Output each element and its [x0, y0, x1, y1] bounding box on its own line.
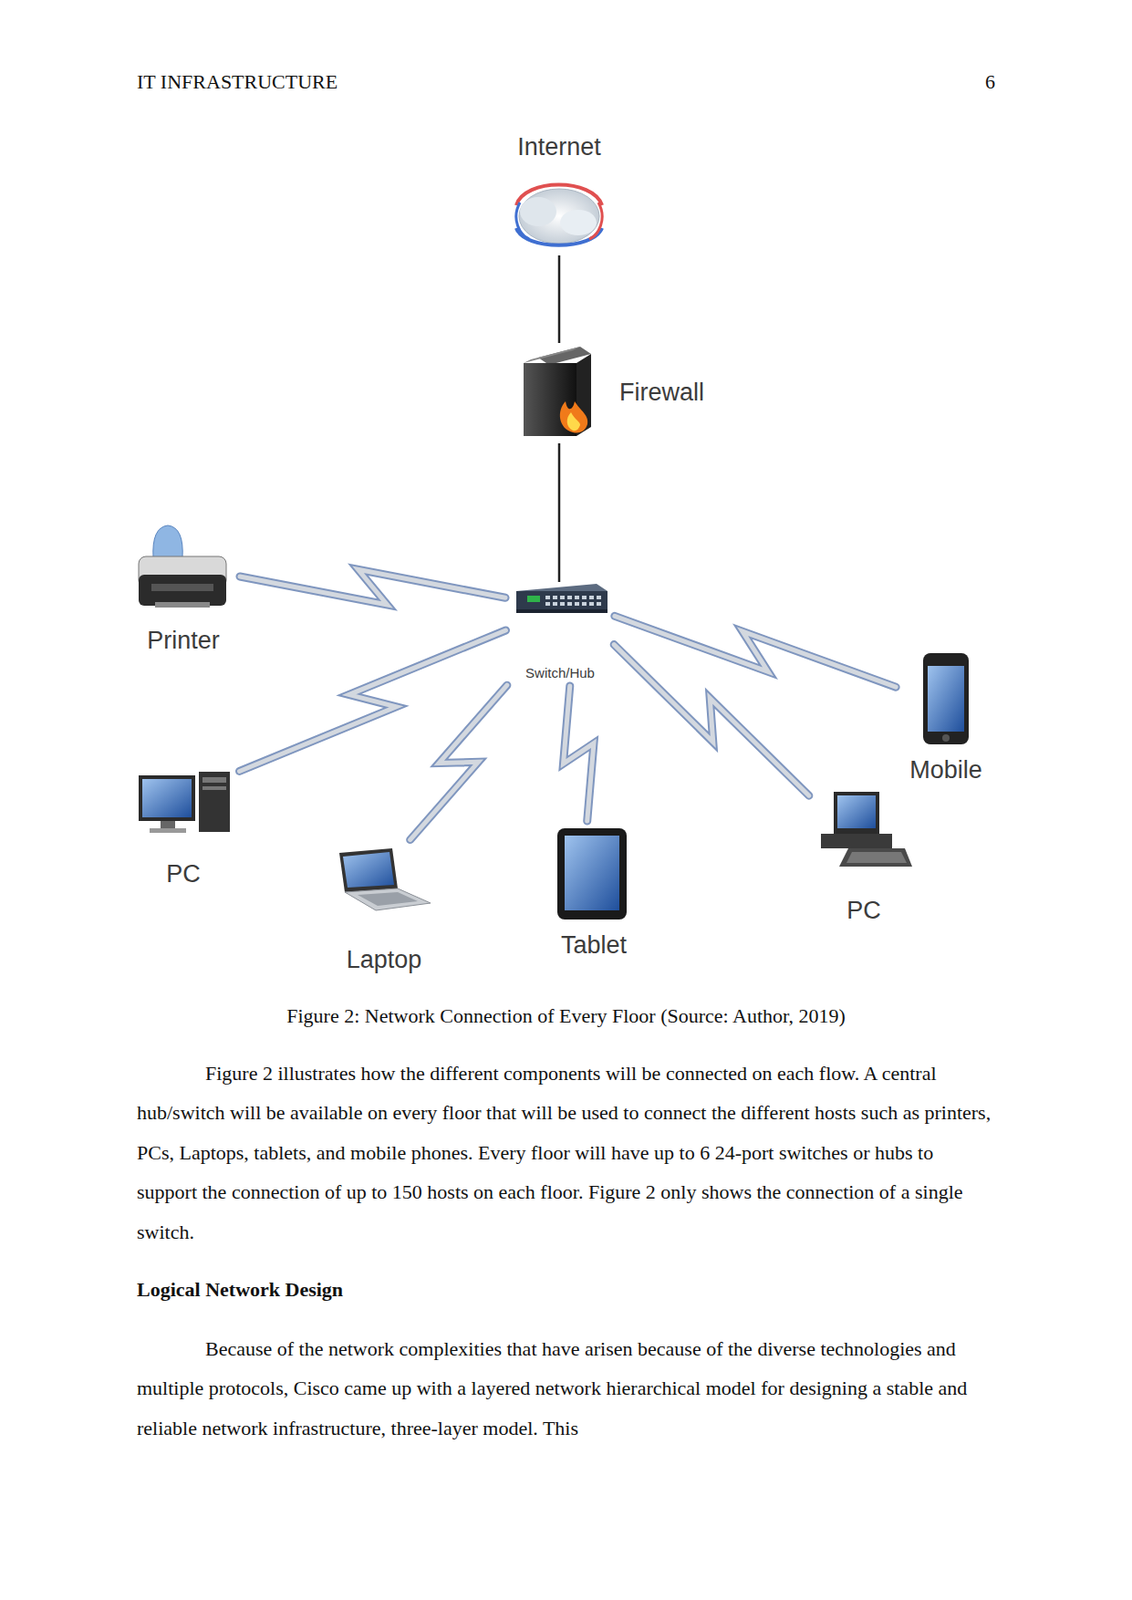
wireless-link	[239, 630, 507, 771]
mobile-node: Mobile	[899, 647, 993, 787]
lightning-fill	[239, 569, 506, 605]
tablet-node: Tablet	[543, 824, 644, 962]
mobile-icon	[923, 653, 969, 745]
pc-icon	[820, 791, 913, 867]
body-paragraph: Because of the network complexities that…	[136, 1329, 998, 1448]
lightning-fill	[614, 615, 896, 687]
body-paragraph: Figure 2 illustrates how the different c…	[136, 1053, 998, 1252]
switch-icon	[516, 583, 608, 613]
wireless-link	[613, 644, 810, 797]
device-label: Tablet	[560, 932, 627, 960]
lightning-outline	[613, 644, 810, 797]
printer-node: Printer	[130, 521, 237, 657]
firewall-icon	[523, 346, 592, 437]
lightning-fill	[410, 685, 508, 840]
device-label: PC	[166, 861, 201, 889]
lightning-fill	[563, 685, 594, 821]
pc-node: PC	[811, 786, 916, 927]
wired-link	[559, 255, 561, 343]
pc-icon	[138, 771, 230, 833]
page-number: 6	[912, 62, 996, 102]
firewall-node: Firewall	[518, 342, 710, 444]
device-label: Mobile	[909, 757, 983, 785]
wireless-link	[410, 685, 508, 840]
device-label: Printer	[146, 627, 220, 655]
wired-link	[559, 443, 561, 582]
internet-node: Internet	[504, 132, 614, 256]
wireless-link	[614, 615, 896, 687]
wireless-link	[239, 569, 506, 605]
lightning-outline	[563, 685, 594, 821]
device-label: Firewall	[619, 379, 705, 407]
lightning-outline	[239, 569, 506, 605]
laptop-node: Laptop	[332, 842, 437, 977]
pc-node: PC	[130, 764, 237, 891]
lightning-outline	[410, 685, 508, 840]
cable-line	[558, 255, 561, 343]
section-heading: Logical Network Design	[136, 1269, 998, 1309]
figure-caption: Figure 2: Network Connection of Every Fl…	[91, 996, 1041, 1036]
lightning-fill	[239, 630, 507, 771]
device-label: PC	[846, 897, 882, 925]
lightning-fill	[613, 644, 810, 797]
laptop-icon	[339, 848, 431, 911]
internet-cloud	[516, 185, 603, 246]
wireless-link	[563, 685, 594, 821]
printer-icon	[138, 525, 227, 608]
cable-line	[558, 443, 561, 582]
running-head: IT INFRASTRUCTURE	[136, 62, 685, 102]
tablet-icon	[557, 828, 627, 920]
device-label: Laptop	[346, 946, 423, 975]
switch-node: Switch/Hub	[508, 581, 612, 683]
device-label: Switch/Hub	[525, 665, 595, 682]
lightning-outline	[614, 615, 896, 687]
device-label: Internet	[517, 134, 602, 162]
lightning-outline	[239, 630, 507, 771]
